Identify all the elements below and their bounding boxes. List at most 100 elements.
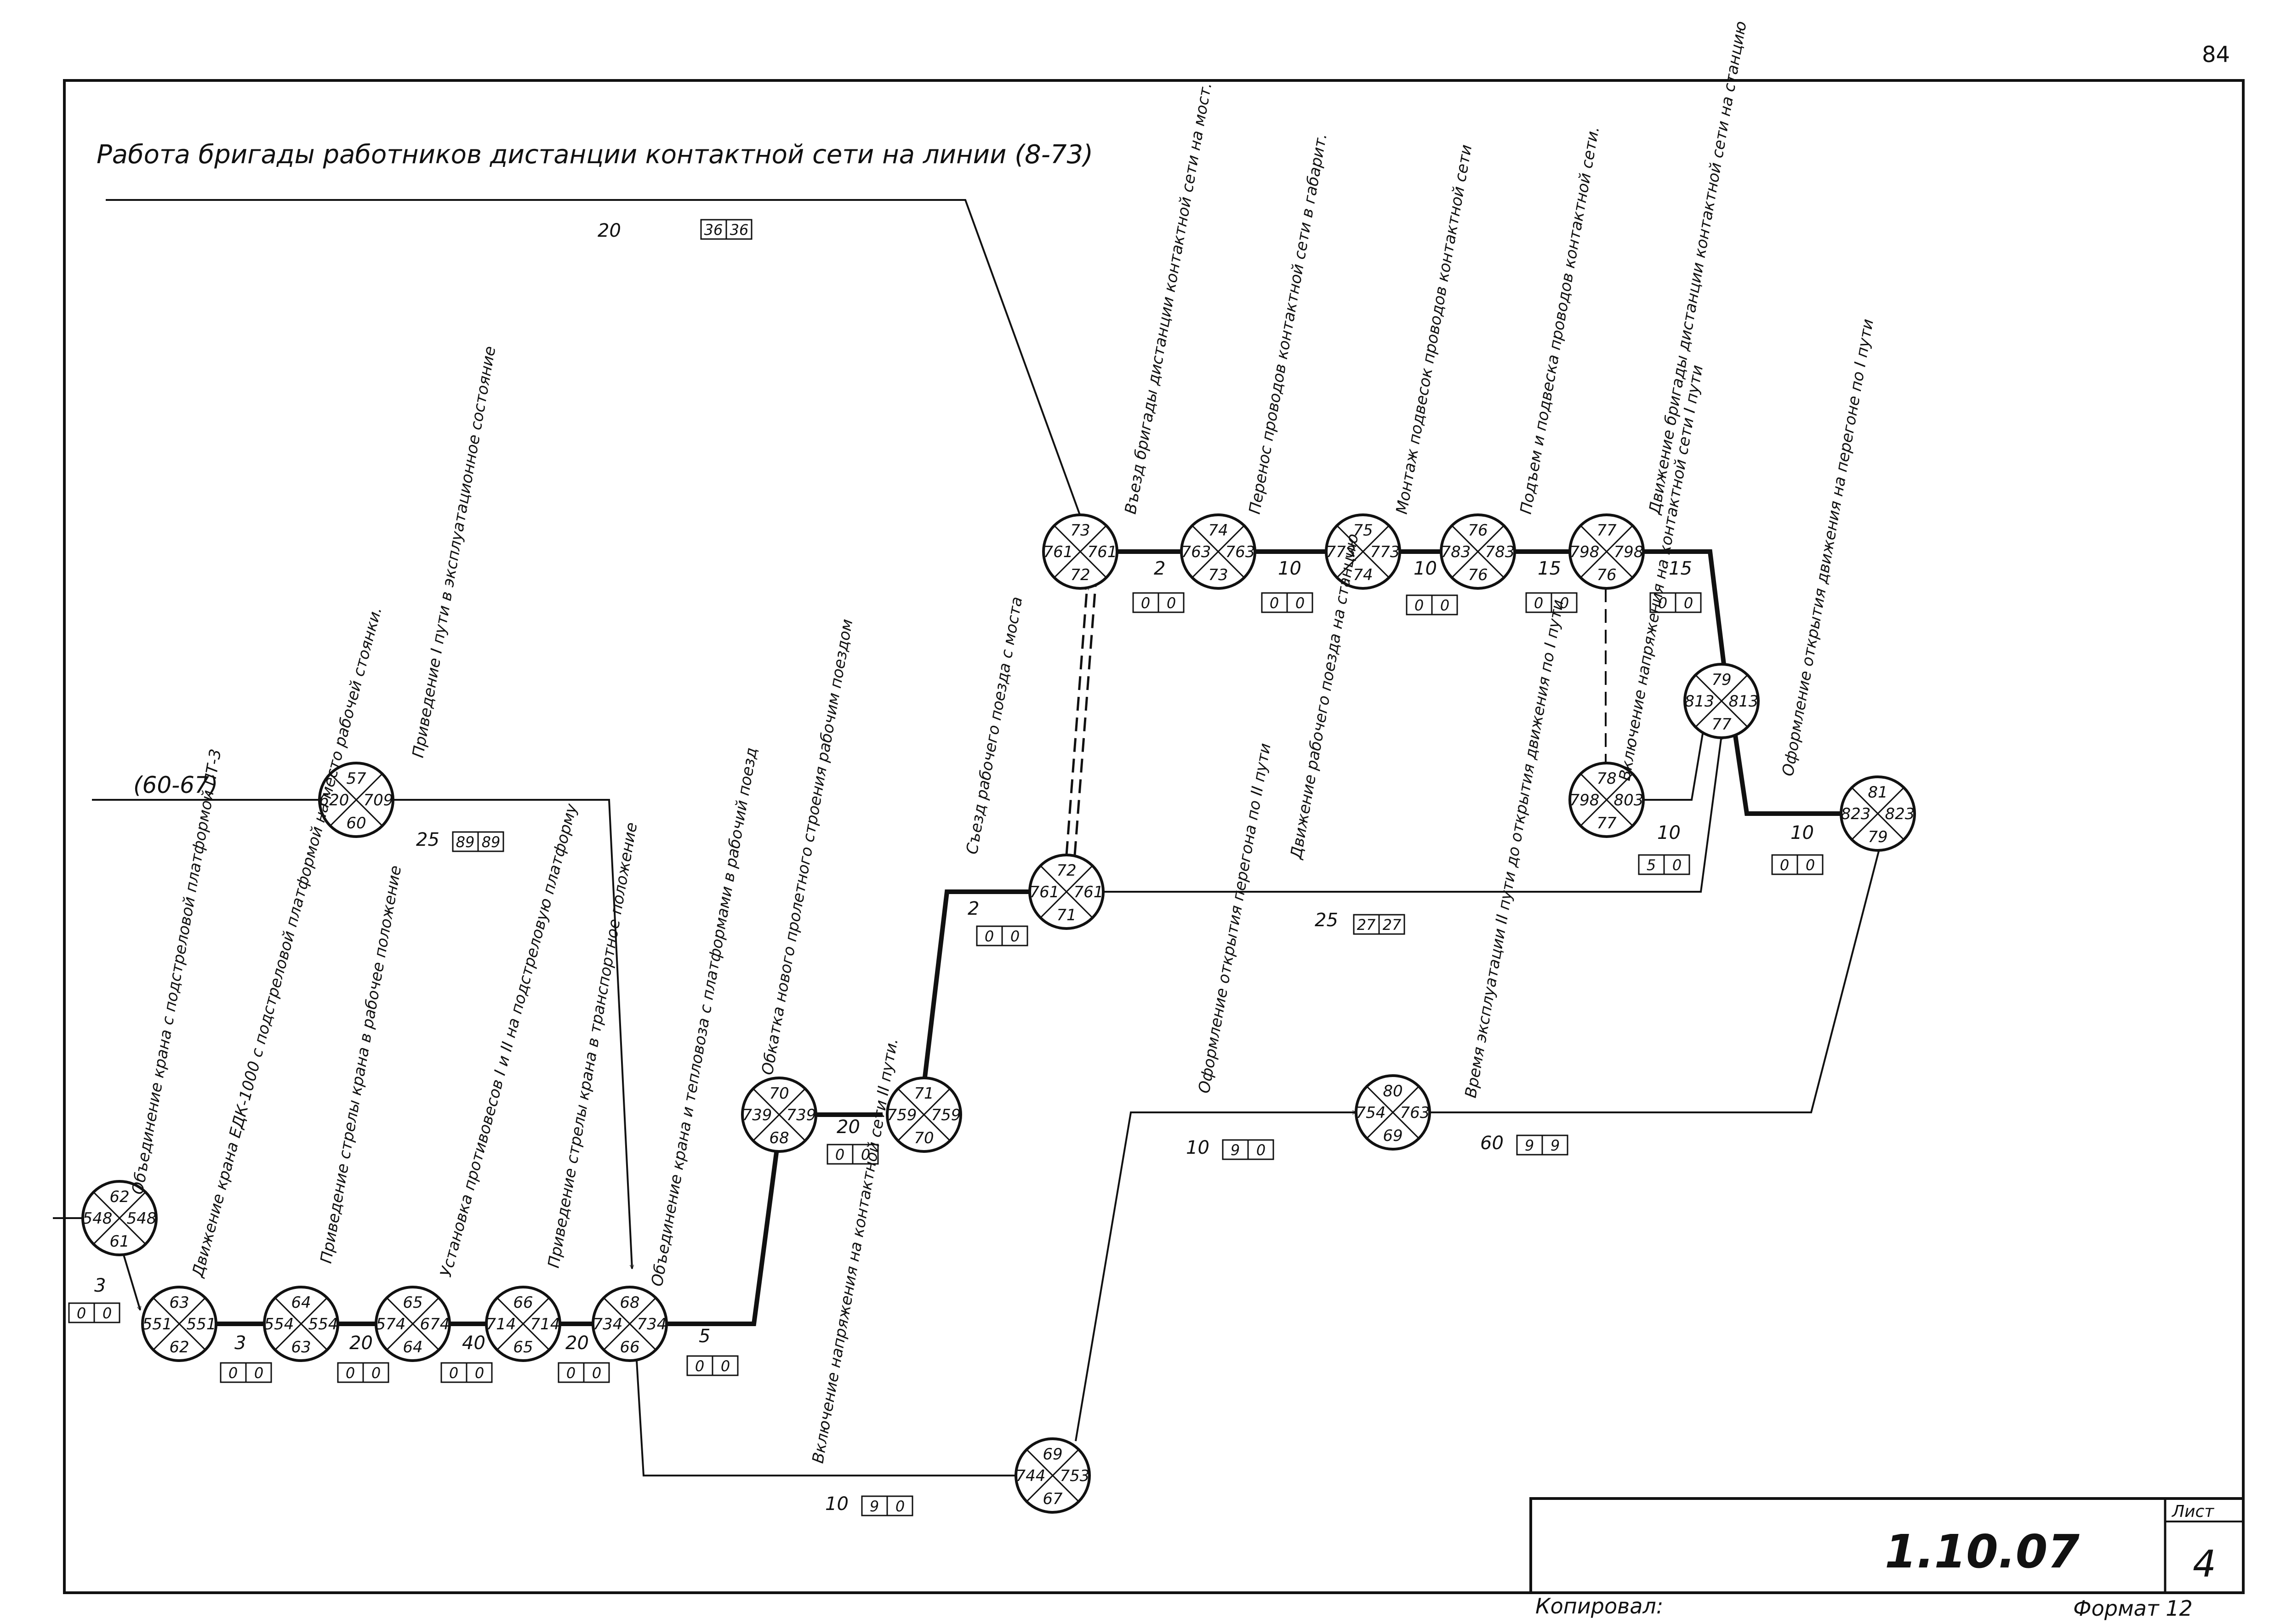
node-prev: 71 <box>1056 906 1076 924</box>
activity-label: Движение бригады дистанции контактной се… <box>1645 20 1750 517</box>
node-early-time: 763 <box>1181 543 1211 561</box>
node-number: 71 <box>914 1084 934 1103</box>
node-late-time: 763 <box>1226 543 1255 561</box>
node-early-time: 554 <box>264 1315 294 1333</box>
node-late-time: 709 <box>364 791 393 809</box>
edge-line <box>106 199 1085 529</box>
sheet-number: 4 <box>2193 1543 2216 1585</box>
node-early-time: 739 <box>742 1106 772 1124</box>
node-early-time: 761 <box>1030 883 1060 901</box>
edge-line <box>1733 735 1841 816</box>
node-prev: 65 <box>513 1338 533 1356</box>
node-late-time: 761 <box>1074 883 1104 901</box>
node-prev: 64 <box>403 1338 422 1356</box>
node-divider <box>1040 865 1093 918</box>
activity-label: Приведение I пути в эксплуатационное сос… <box>409 345 499 759</box>
page-number: 84 <box>2202 42 2230 68</box>
node-late-time: 763 <box>1400 1104 1430 1122</box>
node-number: 80 <box>1383 1082 1403 1100</box>
node-prev: 76 <box>1596 566 1616 584</box>
node-divider <box>753 1088 806 1141</box>
node-early-time: 798 <box>1570 791 1600 809</box>
node-prev: 77 <box>1596 814 1617 832</box>
reserve-free: 0 <box>254 1364 263 1382</box>
node-early-time: 754 <box>1356 1104 1386 1122</box>
node-divider <box>1580 773 1633 826</box>
sheet-label: Лист <box>2171 1502 2214 1521</box>
node-divider <box>1192 525 1245 578</box>
reserve-free: 9 <box>1551 1137 1560 1154</box>
reserve-free: 27 <box>1383 916 1402 934</box>
activity-label: Объединение крана и тепловоза с платформ… <box>648 746 761 1288</box>
node-prev: 72 <box>1070 566 1090 584</box>
node-prev: 74 <box>1353 566 1373 584</box>
activity-duration: 10 <box>1790 822 1814 843</box>
reserve-free: 0 <box>1560 594 1569 612</box>
reserve-free: 0 <box>1672 856 1682 874</box>
reserve-total: 0 <box>985 928 994 945</box>
activity-label: Включение напряжения на контактной сети … <box>809 1037 901 1465</box>
activity-label: Съезд рабочего поезда с моста <box>963 595 1026 856</box>
drawing-code: 1.10.07 <box>1885 1525 2080 1578</box>
reserve-free: 0 <box>1256 1141 1266 1159</box>
node-late-time: 773 <box>1370 543 1400 561</box>
node-early-time: 744 <box>1016 1467 1046 1485</box>
reserve-total: 0 <box>346 1364 355 1382</box>
activity-duration: 60 <box>1480 1133 1504 1154</box>
node-early-time: 551 <box>143 1315 172 1333</box>
node-number: 81 <box>1868 783 1887 802</box>
activity-duration: 3 <box>234 1333 246 1354</box>
node-prev: 68 <box>769 1129 789 1147</box>
activity-label: Движение крана ЕДК-1000 с подстреловой п… <box>188 605 386 1280</box>
node-number: 57 <box>346 769 366 788</box>
format-label: Формат 12 <box>2073 1596 2193 1621</box>
node-late-time: 753 <box>1060 1467 1090 1485</box>
activity-label: Перенос проводов контактной сети в габар… <box>1245 132 1330 516</box>
activity-duration: 10 <box>1657 822 1681 843</box>
node-divider <box>386 1297 439 1350</box>
reserve-free: 0 <box>592 1364 601 1382</box>
reserve-free: 0 <box>1295 594 1305 612</box>
reserve-free: 0 <box>1167 594 1176 612</box>
reserve-total: 0 <box>449 1364 458 1382</box>
edge-line <box>392 799 632 1269</box>
reserve-total: 0 <box>77 1305 86 1322</box>
reserve-free: 0 <box>1010 928 1020 945</box>
activity-label: Время эксплуатации II пути до открытия д… <box>1461 598 1567 1100</box>
activity-duration: 2 <box>1154 558 1165 579</box>
reserve-total: 0 <box>1658 594 1667 612</box>
node-early-time: 620 <box>319 791 349 809</box>
activity-duration: 10 <box>825 1493 849 1515</box>
reserve-total: 27 <box>1357 916 1376 934</box>
reserve-free: 0 <box>861 1146 870 1163</box>
activity-duration: 40 <box>462 1333 485 1354</box>
reserve-total: 89 <box>456 833 475 851</box>
node-divider <box>330 773 383 826</box>
node-late-time: 813 <box>1729 692 1759 711</box>
node-prev: 61 <box>109 1232 129 1251</box>
activity-duration: 2 <box>968 898 979 919</box>
node-number: 66 <box>513 1294 533 1312</box>
reserve-free: 0 <box>1684 594 1693 612</box>
node-early-time: 761 <box>1043 543 1073 561</box>
activity-label: Обкатка нового пролетного строения рабоч… <box>758 618 856 1077</box>
node-number: 68 <box>620 1294 639 1312</box>
reserve-total: 9 <box>1525 1137 1534 1154</box>
reserve-free: 0 <box>721 1357 730 1375</box>
activity-duration: 15 <box>1669 558 1692 579</box>
node-prev: 79 <box>1868 828 1887 846</box>
reserve-total: 0 <box>695 1357 704 1375</box>
reserve-free: 89 <box>482 833 501 851</box>
